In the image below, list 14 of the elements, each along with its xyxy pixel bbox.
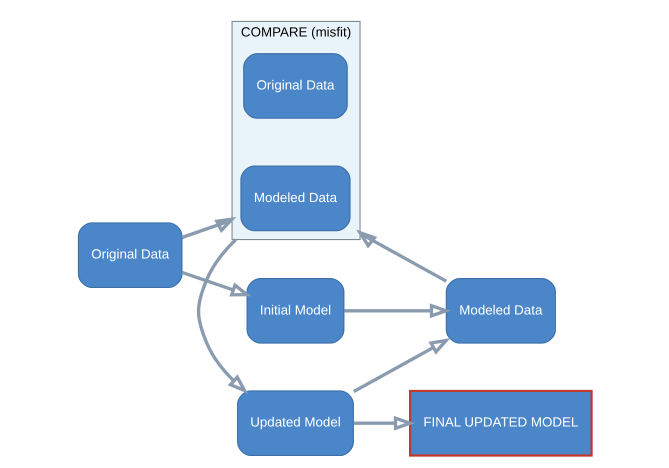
- arrow: [196, 238, 248, 394]
- arrow: [353, 416, 415, 431]
- node-box: Modeled Data: [240, 166, 350, 232]
- arrow: [356, 230, 447, 283]
- node-box: Initial Model: [246, 278, 344, 344]
- arrow: [180, 270, 252, 296]
- arrow: [344, 303, 451, 318]
- node-box: Original Data: [77, 222, 182, 288]
- node-box: FINAL UPDATED MODEL: [408, 390, 592, 457]
- arrow: [180, 216, 236, 240]
- node-box: Updated Model: [236, 390, 354, 456]
- node-box: Original Data: [242, 53, 348, 119]
- arrow: [352, 338, 450, 394]
- node-box: Modeled Data: [445, 278, 556, 344]
